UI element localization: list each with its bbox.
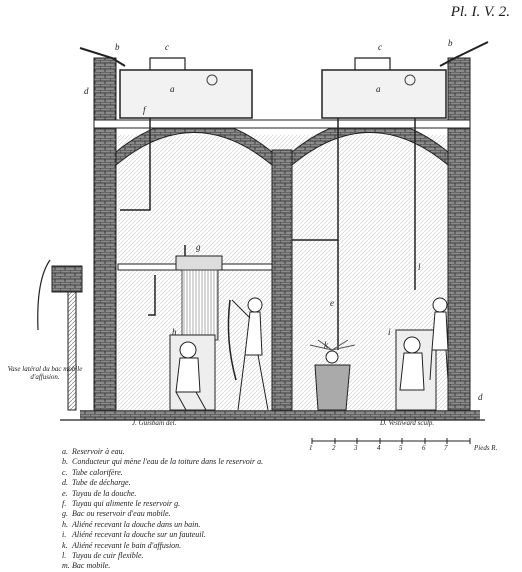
legend-item: g.Bac ou reservoir d'eau mobile.: [62, 509, 171, 519]
plate-title: Pl. I. V. 2.: [450, 4, 510, 20]
label-b-right: b: [448, 38, 453, 48]
side-caption: Vase latéral du bac mobile d'affusion.: [7, 365, 83, 381]
label-c-right: c: [378, 42, 382, 52]
legend-item: l.Tuyau de cuir flexible.: [62, 551, 144, 561]
scale-unit: Pieds R.: [474, 444, 498, 452]
label-d-left: d: [84, 86, 89, 96]
label-e: e: [330, 298, 334, 308]
label-l: l: [418, 262, 421, 272]
legend-item: f.Tuyau qui alimente le reservoir g.: [62, 499, 181, 509]
attendant-left: [231, 297, 269, 411]
legend-item: d.Tube de décharge.: [62, 478, 131, 488]
tub-patient-k: [309, 339, 356, 411]
legend-item: a.Reservoir à eau.: [62, 447, 125, 456]
attendant-right: [429, 297, 449, 381]
label-h: h: [172, 327, 177, 337]
legend-item: e.Tuyau de la douche.: [62, 488, 137, 498]
scale-number: 2: [332, 444, 336, 452]
legend-item: c.Tube calorifère.: [62, 467, 123, 477]
scale-number: 3: [354, 444, 358, 452]
brick-floor: [80, 410, 480, 420]
label-i: i: [388, 327, 391, 337]
legend-item: m.Bac mobile.: [62, 561, 111, 571]
engraver-credit: D. Vestiward sculp.: [380, 419, 435, 427]
left-brick-wall: [93, 57, 117, 411]
scale-number: 1: [309, 444, 313, 452]
scale-number: 4: [377, 444, 381, 452]
label-b-left: b: [115, 42, 120, 52]
center-brick-pillar: [271, 149, 293, 411]
patient-h: [169, 334, 216, 411]
label-a-left: a: [170, 84, 175, 94]
side-vase-box: [51, 265, 83, 293]
scale-number: 6: [422, 444, 426, 452]
label-f: f: [143, 105, 146, 115]
patient-i: [395, 329, 437, 411]
legend-list: a.Reservoir à eau. b.Conducteur qui mène…: [62, 447, 263, 572]
reservoir-right: [321, 69, 447, 119]
legend-item: k.Aliéné recevant le bain d'affusion.: [62, 540, 182, 550]
label-c-left: c: [165, 42, 169, 52]
shower-curtain: [181, 269, 219, 341]
legend-item: h.Aliéné recevant la douche dans un bain…: [62, 519, 201, 529]
engraving-plate: a a b b c c d d e f g h i k l Pl. I. V. …: [7, 4, 510, 570]
scale-number: 5: [399, 444, 403, 452]
label-d-right: d: [478, 392, 483, 402]
engraving-illustration: [37, 41, 489, 444]
label-g: g: [196, 242, 201, 252]
draughtsman-credit: J. Guisbain del.: [132, 419, 177, 427]
legend-item: i.Aliéné recevant la douche sur un faute…: [62, 530, 206, 540]
legend-item: b.Conducteur qui mène l'eau de la toitur…: [62, 457, 264, 467]
right-brick-wall: [447, 57, 471, 411]
scale-number: 7: [444, 444, 448, 452]
label-k: k: [324, 340, 328, 350]
reservoir-left: [119, 69, 253, 119]
scale-bar: [311, 438, 471, 444]
label-a-right: a: [376, 84, 381, 94]
